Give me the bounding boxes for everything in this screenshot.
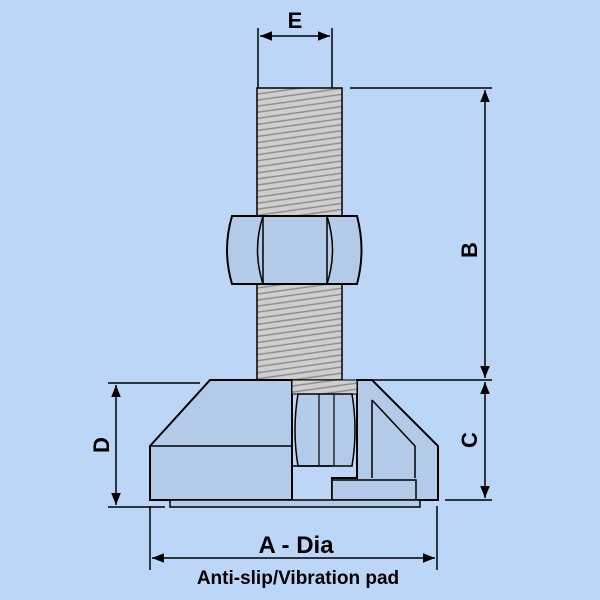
base-body [149, 379, 439, 501]
dimension-a: A - Dia [149, 506, 438, 570]
label-a-dia: A - Dia [258, 532, 334, 559]
label-e: E [288, 8, 303, 33]
anti-slip-pad [169, 499, 421, 508]
threaded-stud-upper [256, 87, 343, 217]
label-d: D [89, 437, 114, 453]
label-c: C [457, 432, 482, 448]
dimension-c: C [445, 382, 492, 501]
dimension-d: D [89, 382, 200, 508]
dimension-e: E [257, 8, 333, 88]
dimension-b: B [350, 87, 492, 381]
label-b: B [457, 242, 482, 258]
label-anti-slip-pad: Anti-slip/Vibration pad [197, 568, 399, 589]
hex-nut [226, 215, 363, 285]
threaded-stud-lower [256, 283, 343, 381]
